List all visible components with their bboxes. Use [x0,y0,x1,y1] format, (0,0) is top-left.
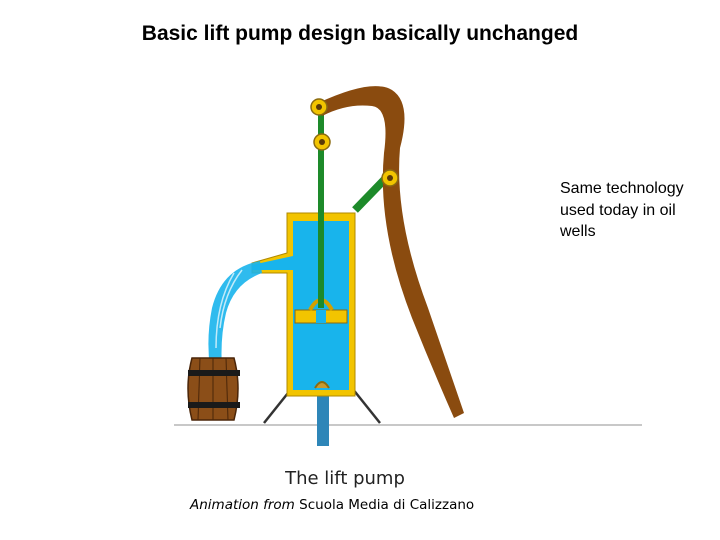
side-note: Same technology used today in oil wells [560,180,684,240]
linkage-arm [352,175,389,213]
pump-handle [318,86,464,419]
foot-valve [314,381,330,389]
pivot-bolts [310,98,399,187]
pump-rod [318,103,324,308]
credit-prefix: Animation from [190,497,295,513]
credit-source: Scuola Media di Calizzano [299,497,475,513]
suction-pipe [317,393,329,446]
water-stream [208,261,262,368]
slide-title: Basic lift pump design basically unchang… [141,22,579,45]
lift-pump-illustration [174,86,642,446]
barrel [187,357,240,421]
figure-credit: Animation from Scuola Media di Calizzano [190,497,474,513]
spout-water [252,256,293,270]
figure-caption: The lift pump [285,468,405,489]
